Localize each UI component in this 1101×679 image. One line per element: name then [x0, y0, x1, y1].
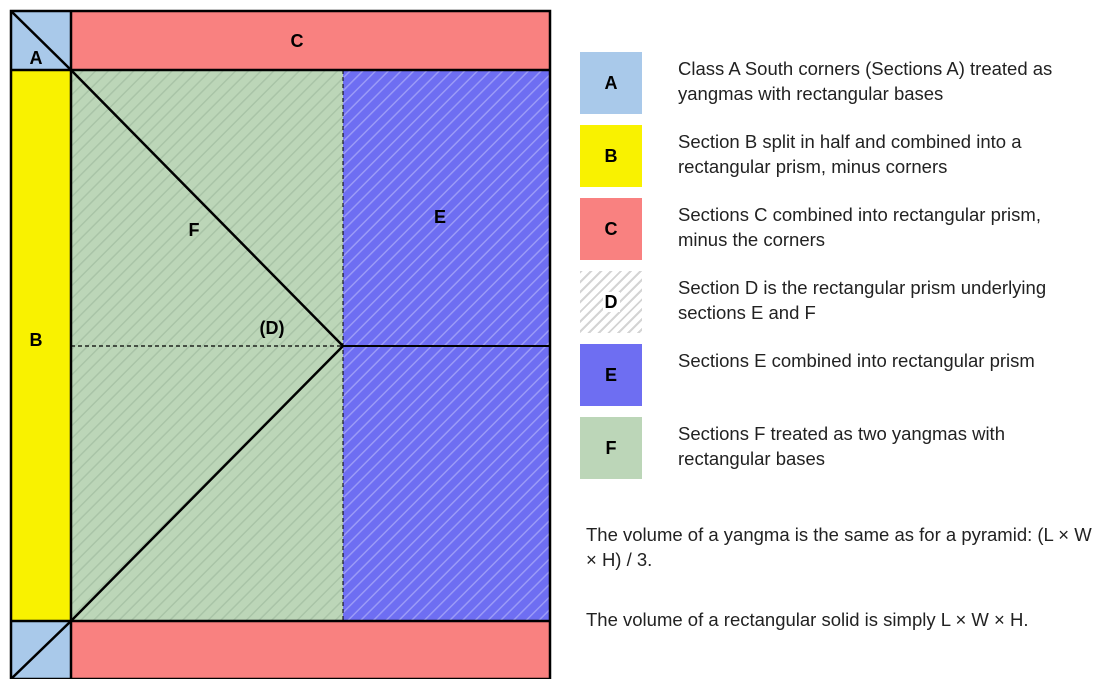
legend-row-b: B Section B split in half and combined i… [580, 125, 1101, 189]
legend-row-d: D Section D is the rectangular prism und… [580, 271, 1101, 335]
legend-swatch-e: E [580, 344, 642, 406]
legend-swatch-c: C [580, 198, 642, 260]
diagonal-upper [70, 69, 344, 347]
legend-row-f: F Sections F treated as two yangmas with… [580, 417, 1101, 481]
legend-row-c: C Sections C combined into rectangular p… [580, 198, 1101, 262]
diagonal-lower [70, 345, 344, 622]
label-b: B [30, 330, 43, 350]
section-c-bottom [71, 621, 550, 679]
legend-key-d: D [602, 292, 620, 312]
rectangular-solid-volume-note: The volume of a rectangular solid is sim… [586, 609, 1029, 630]
legend-text-b: Section B split in half and combined int… [678, 131, 1022, 177]
legend-swatch-f: F [580, 417, 642, 479]
section-c-top [71, 11, 550, 70]
dissection-diagram: A C B F (D) E [9, 9, 552, 679]
label-e: E [434, 207, 446, 227]
legend-swatch-d: D [580, 271, 642, 333]
label-d: (D) [260, 318, 285, 338]
legend-row-a: A Class A South corners (Sections A) tre… [580, 52, 1101, 116]
legend-text-d: Section D is the rectangular prism under… [678, 277, 1047, 323]
legend-text-f: Sections F treated as two yangmas with r… [678, 423, 1005, 469]
legend-row-e: E Sections E combined into rectangular p… [580, 344, 1101, 408]
legend-swatch-b: B [580, 125, 642, 187]
legend-swatch-a: A [580, 52, 642, 114]
yangma-volume-note: The volume of a yangma is the same as fo… [586, 524, 1092, 570]
section-b [11, 70, 71, 621]
legend-key-a: A [604, 72, 618, 93]
label-a: A [30, 48, 43, 68]
corner-diagonal-top [10, 10, 72, 71]
label-f: F [189, 220, 200, 240]
legend-key-e: E [604, 364, 617, 385]
legend-text-a: Class A South corners (Sections A) treat… [678, 58, 1053, 104]
legend-key-f: F [605, 437, 617, 458]
legend-text-e: Sections E combined into rectangular pri… [678, 350, 1035, 371]
label-c: C [291, 31, 304, 51]
corner-diagonal-bottom [10, 620, 72, 679]
legend-key-c: C [604, 218, 618, 239]
legend-key-b: B [604, 145, 618, 166]
legend-text-c: Sections C combined into rectangular pri… [678, 204, 1041, 250]
